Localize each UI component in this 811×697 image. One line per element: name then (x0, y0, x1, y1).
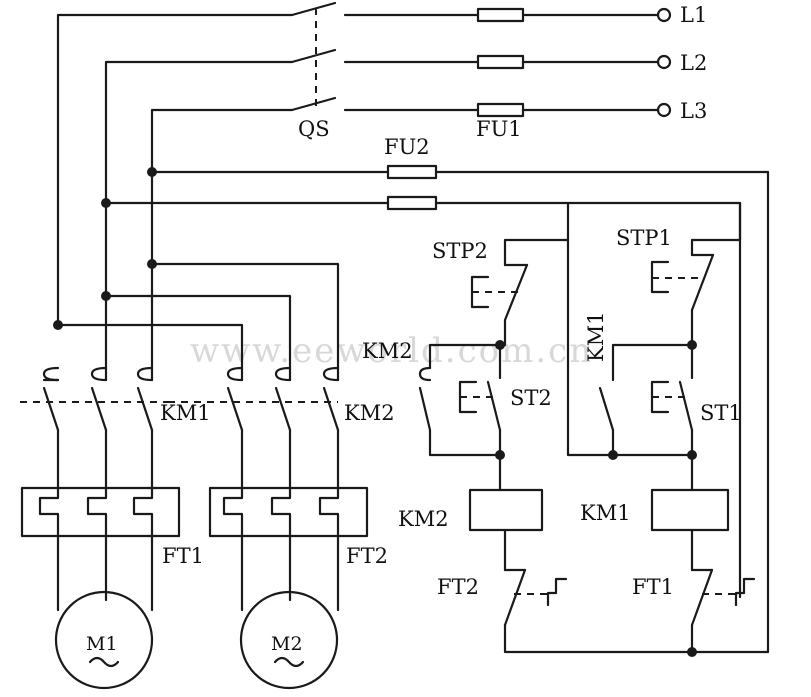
motor-m2 (239, 534, 340, 690)
km1-control-branch (566, 201, 756, 654)
motor-m1 (54, 534, 154, 690)
label-fu1: FU1 (476, 117, 522, 141)
label-km2-aux: KM2 (362, 339, 413, 363)
label-km1-main: KM1 (160, 401, 211, 425)
km2-main-contacts (168, 366, 340, 490)
label-fu2: FU2 (384, 135, 430, 159)
label-ft2-contact: FT2 (437, 575, 479, 599)
label-st1: ST1 (700, 401, 742, 425)
supply-lines (56, 1, 660, 382)
fu1-fuses (476, 7, 525, 118)
label-km2-main: KM2 (344, 401, 395, 425)
label-st2: ST2 (510, 386, 552, 410)
label-km2-coil: KM2 (398, 507, 449, 531)
label-km1-coil: KM1 (580, 501, 631, 525)
ft2-thermal-relay (208, 486, 369, 538)
label-ft2-relay: FT2 (346, 544, 388, 568)
label-ft1-contact: FT1 (632, 575, 674, 599)
label-m1: M1 (86, 633, 118, 655)
label-stp2: STP2 (432, 239, 488, 263)
watermark: www.eeworld.com.cn (190, 331, 593, 371)
m2-feed (56, 262, 340, 382)
km1-main-contacts (20, 366, 168, 490)
label-stp1: STP1 (616, 226, 672, 250)
km2-control-branch (418, 201, 694, 654)
label-km1-aux: KM1 (584, 311, 608, 362)
label-l2: L2 (680, 51, 707, 75)
ft1-thermal-relay (20, 486, 181, 538)
label-qs: QS (298, 117, 330, 141)
labels: L1 L2 L3 QS FU1 FU2 STP1 STP2 ST1 ST2 KM… (86, 3, 742, 655)
label-m2: M2 (271, 633, 303, 655)
label-l3: L3 (680, 99, 707, 123)
label-ft1-relay: FT1 (162, 544, 204, 568)
terminals (656, 7, 672, 118)
label-l1: L1 (680, 3, 707, 27)
